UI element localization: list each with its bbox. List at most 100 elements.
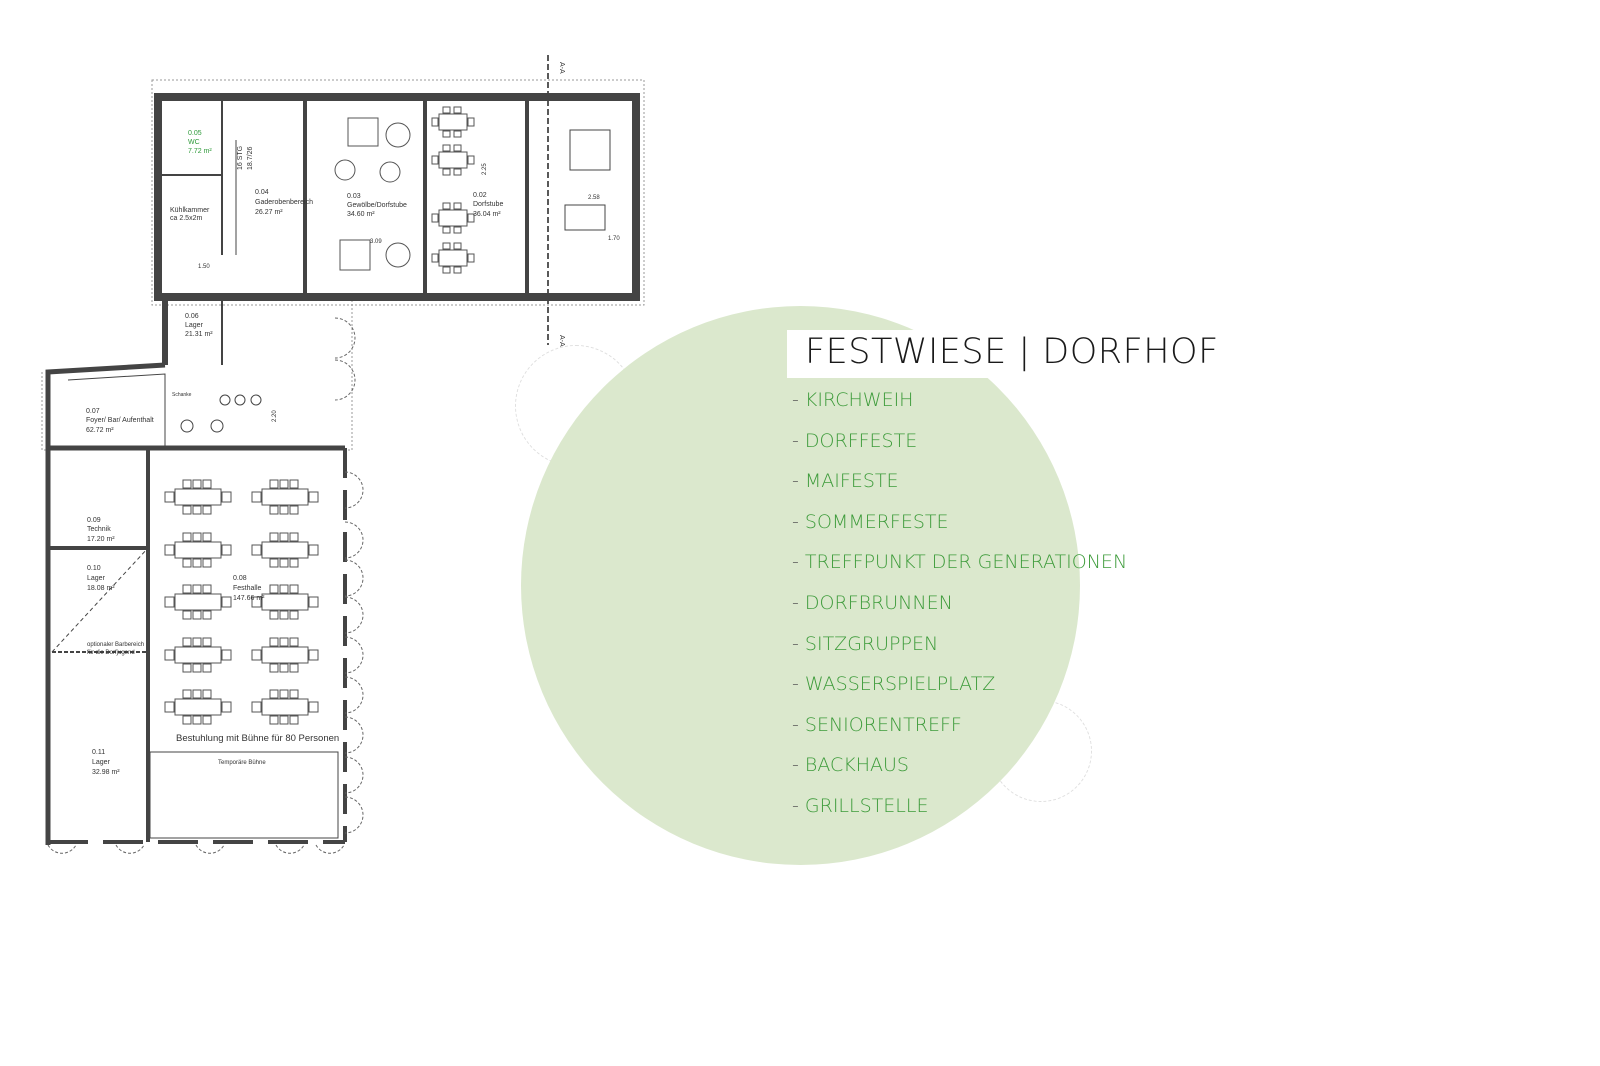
room-number: 0.05 [188,130,202,137]
door-swing [334,359,356,401]
room-area: 26.27 m² [255,209,283,216]
activity-item: - DORFFESTE [792,427,1127,468]
room-number: 0.07 [86,408,100,415]
activity-item: - SITZGRUPPEN [792,630,1127,671]
upper-building [154,93,640,365]
activity-label: SOMMERFESTE [804,510,949,533]
activity-item: - BACKHAUS [792,751,1127,792]
room-area: 147.66 m² [233,595,265,602]
banquet-table [251,479,319,515]
room-name: Gewölbe/Dorfstube [347,202,407,209]
room-number: 0.04 [255,189,269,196]
activity-label: DORFFESTE [804,429,918,452]
room-name: Lager [185,322,204,329]
room-number: 0.08 [233,575,247,582]
banquet-table [251,689,319,725]
list-dash: - [792,389,805,411]
room-name: Kühlkammer [170,207,210,214]
activity-item: - MAIFESTE [792,467,1127,508]
door-swing [334,317,356,359]
list-dash: - [792,470,805,493]
room-name: Lager [87,575,106,582]
list-dash: - [792,510,805,533]
room-area: 18.08 m² [87,585,115,592]
list-dash: - [792,429,805,452]
room-area: 34.60 m² [347,211,375,218]
dimension-label: 1.50 [198,264,210,270]
room-name: Gaderobenbereich [255,199,313,206]
banquet-table [164,479,232,515]
room-area: 7.72 m² [188,148,212,155]
dimension-label: 2.20 [272,410,278,422]
room-area: ca 2.5x2m [170,215,202,222]
room-name: Technik [87,526,111,533]
section-label-bottom: A-A [558,335,565,347]
door-swing [344,716,364,754]
room-number: 0.06 [185,313,199,320]
seating-caption: Bestuhlung mit Bühne für 80 Personen [176,733,339,744]
dining-table [431,106,475,138]
activity-label: DORFBRUNNEN [804,591,953,614]
banquet-table [164,532,232,568]
festwiese-circle [521,306,1080,865]
room-area: 21.31 m² [185,331,213,338]
activity-label: WASSERSPIELPLATZ [804,673,996,696]
stairs-label: 16 STG [237,146,244,170]
room-number: 0.09 [87,517,101,524]
room-area: 17.20 m² [87,536,115,543]
door-swing [344,676,364,714]
list-dash: - [792,754,805,777]
dining-table [431,202,475,234]
room-number: 0.02 [473,192,487,199]
lower-building [45,362,347,845]
door-swing [344,559,364,597]
door-swing [344,521,364,559]
list-dash: - [792,632,805,655]
room-name: WC [188,139,200,146]
list-dash: - [792,591,805,614]
banquet-table [164,689,232,725]
room-number: 0.10 [87,565,101,572]
door-swing [344,596,364,634]
round-tables [334,117,411,271]
room-name: Lager [92,759,111,766]
activity-label: SENIORENTREFF [804,713,962,736]
page-title: FESTWIESE | DORFHOF [805,332,1219,372]
activity-label: GRILLSTELLE [804,794,929,817]
activity-item: - TREFFPUNKT DER GENERATIONEN [792,548,1127,589]
list-dash: - [792,673,805,696]
dining-table [431,242,475,274]
dimension-label: 2.58 [588,195,600,201]
room-name: Foyer/ Bar/ Aufenthalt [86,417,154,424]
room-number: 0.03 [347,193,361,200]
door-swing [344,636,364,674]
room-area: 32.98 m² [92,769,120,776]
dimension-label: 2.25 [482,163,488,175]
door-swing [195,844,225,854]
room-name: Dorfstube [473,201,503,208]
door-swing [315,844,345,854]
activity-label: KIRCHWEIH [804,389,914,411]
list-dash: - [792,551,805,574]
stairs-label: 18.7/26 [247,147,254,170]
activity-label: TREFFPUNKT DER GENERATIONEN [804,551,1128,574]
room-area: 36.04 m² [473,211,501,218]
dining-table [431,144,475,176]
section-label-top: A-A [558,62,565,74]
room-number: 0.11 [92,749,105,756]
bar-label: Schanke [172,392,192,398]
activity-label: BACKHAUS [804,754,909,777]
door-swing [115,844,145,854]
door-swing [275,844,305,854]
activity-item: - WASSERSPIELPLATZ [792,670,1127,711]
activity-label: SITZGRUPPEN [804,632,939,655]
activity-item: - KIRCHWEIH [792,386,1127,427]
banquet-table [251,584,319,620]
room-area: 62.72 m² [86,427,114,434]
door-swing [47,844,77,854]
list-dash: - [792,713,805,736]
dimension-label: 3.09 [370,239,382,245]
banquet-table [251,532,319,568]
activity-item: - DORFBRUNNEN [792,589,1127,630]
